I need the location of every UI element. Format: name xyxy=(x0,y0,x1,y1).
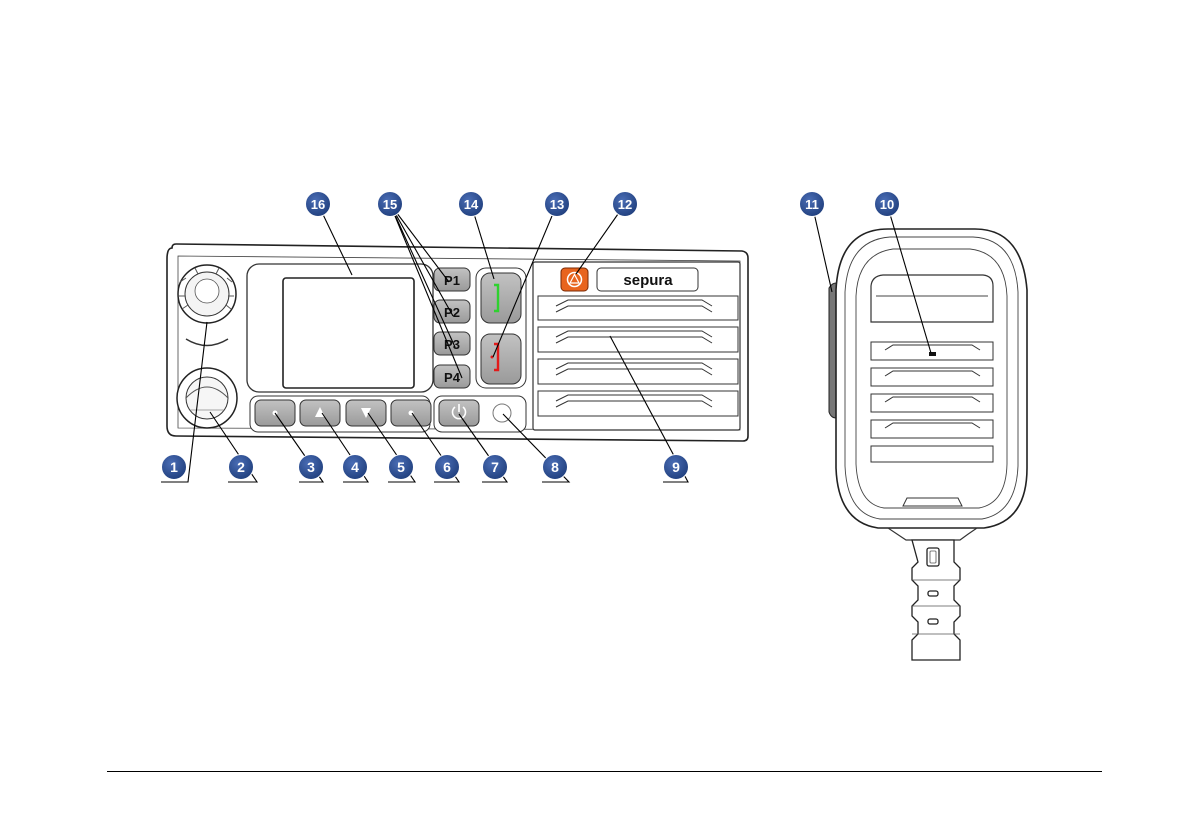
callout-number: 10 xyxy=(880,197,894,212)
power-key[interactable] xyxy=(439,400,479,426)
callout-number: 8 xyxy=(551,459,559,475)
callout-1: 1 xyxy=(162,455,187,480)
mic-bottom-tab xyxy=(903,498,962,506)
microphone xyxy=(829,229,1027,660)
callout-13: 13 xyxy=(545,192,570,217)
callout-number: 6 xyxy=(443,459,451,475)
callout-10: 10 xyxy=(875,192,900,217)
display-screen xyxy=(283,278,414,388)
callout-number: 16 xyxy=(311,197,325,212)
callout-8: 8 xyxy=(543,455,568,480)
volume-knob[interactable] xyxy=(178,265,236,323)
callout-number: 15 xyxy=(383,197,397,212)
preset-key-p1-label: P1 xyxy=(444,273,460,288)
mic-cable xyxy=(912,540,960,660)
callout-number: 9 xyxy=(672,459,680,475)
callout-2: 2 xyxy=(229,455,254,480)
nav-key-group xyxy=(250,396,431,432)
callout-number: 4 xyxy=(351,459,359,475)
green-call-key[interactable] xyxy=(481,273,521,323)
mic-connector[interactable] xyxy=(177,368,237,428)
callout-12: 12 xyxy=(613,192,638,217)
callout-9: 9 xyxy=(664,455,689,480)
mic-neck xyxy=(888,528,977,540)
brand-logo: sepura xyxy=(623,272,673,289)
call-key-group xyxy=(476,268,526,388)
callout-number: 13 xyxy=(550,197,564,212)
preset-key-p2-label: P2 xyxy=(444,305,460,320)
callout-number: 3 xyxy=(307,459,315,475)
callout-7: 7 xyxy=(483,455,508,480)
power-key-group xyxy=(434,396,526,432)
callout-3: 3 xyxy=(299,455,324,480)
callout-number: 12 xyxy=(618,197,632,212)
callout-11: 11 xyxy=(800,192,825,217)
callout-6: 6 xyxy=(435,455,460,480)
radio-unit: P1 P2 P3 P4 sepura xyxy=(167,244,748,441)
callout-15: 15 xyxy=(378,192,403,217)
mic-body xyxy=(836,229,1027,528)
callout-number: 14 xyxy=(464,197,479,212)
mic-pinhole xyxy=(929,352,936,356)
callout-5: 5 xyxy=(389,455,414,480)
callout-16: 16 xyxy=(306,192,331,217)
emergency-button[interactable] xyxy=(561,268,588,291)
callout-number: 1 xyxy=(170,459,178,475)
red-end-key[interactable] xyxy=(481,334,521,384)
callout-4: 4 xyxy=(343,455,368,480)
callout-number: 11 xyxy=(805,197,819,212)
mic-top-recess xyxy=(871,275,993,322)
callout-number: 5 xyxy=(397,459,405,475)
footer-rule xyxy=(107,771,1102,772)
preset-key-p4-label: P4 xyxy=(444,370,461,385)
callout-14: 14 xyxy=(459,192,484,217)
callout-number: 2 xyxy=(237,459,245,475)
callout-number: 7 xyxy=(491,459,499,475)
